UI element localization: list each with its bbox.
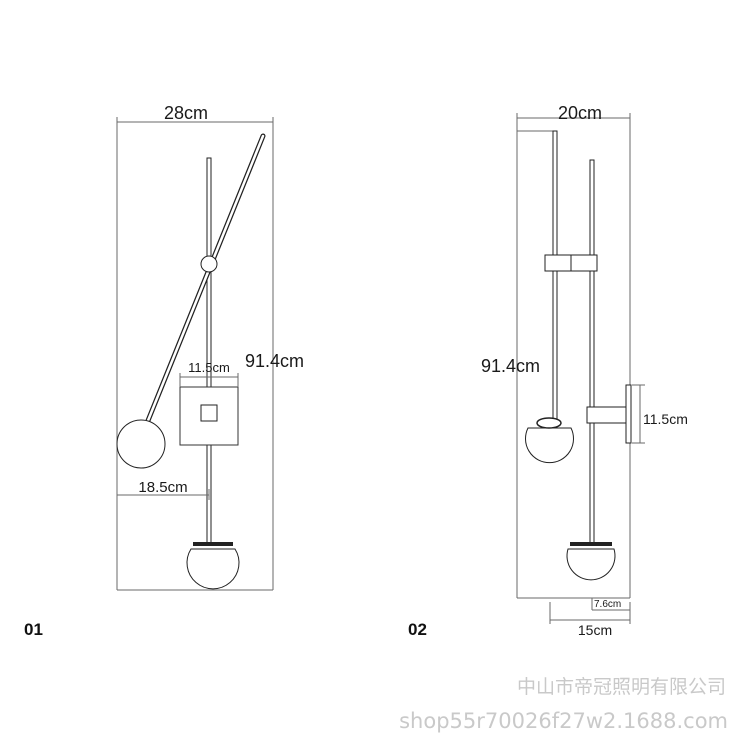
depth-label-02: 7.6cm	[594, 599, 621, 610]
diagram-01: 28cm 11.5cm 91.4cm 18.5cm	[24, 103, 304, 639]
pivot-joint-01	[200, 255, 218, 273]
globe-cap-02b	[570, 542, 612, 546]
width-label-02: 20cm	[558, 103, 602, 123]
width-label-01: 28cm	[164, 103, 208, 123]
width-dimension-01	[116, 117, 274, 127]
plate-dimension-01	[179, 373, 239, 387]
bounding-box-01	[116, 122, 274, 591]
wall-plate-02	[625, 384, 632, 444]
height-label-01: 91.4cm	[245, 351, 304, 371]
plate-mount-01	[200, 404, 218, 422]
globe-cap-02a	[536, 417, 562, 429]
base-dimension-02	[549, 602, 631, 624]
reach-dimension-01	[116, 489, 210, 500]
base-label-02: 15cm	[578, 622, 612, 638]
diagram-02: 20cm 11.5cm 91.4cm 7.6cm	[408, 103, 688, 639]
reach-label-01: 18.5cm	[138, 479, 187, 496]
right-rod-02	[589, 159, 595, 546]
globe-cap-01	[193, 542, 233, 546]
width-dimension-02	[516, 113, 631, 123]
upper-globe-02	[525, 427, 574, 464]
depth-dimension-02	[591, 598, 630, 611]
lower-globe-02	[566, 548, 616, 581]
plate-label-01: 11.5cm	[188, 360, 230, 375]
lower-globe-01	[186, 548, 240, 590]
plate-dimension-02	[632, 384, 645, 444]
vertical-rod-01	[206, 157, 212, 544]
bounding-box-02	[516, 118, 631, 599]
diagram-label-02: 02	[408, 620, 427, 639]
upper-globe-01	[116, 419, 166, 469]
watermark-company: 中山市帝冠照明有限公司	[517, 676, 726, 698]
watermark: 中山市帝冠照明有限公司 shop55r70026f27w2.1688.com	[399, 676, 728, 733]
plate-label-02: 11.5cm	[643, 411, 688, 427]
wall-arm-02	[586, 406, 630, 424]
left-rod-02	[552, 130, 558, 422]
diagram-label-01: 01	[24, 620, 43, 639]
height-label-02: 91.4cm	[481, 356, 540, 376]
watermark-shop: shop55r70026f27w2.1688.com	[399, 709, 728, 733]
